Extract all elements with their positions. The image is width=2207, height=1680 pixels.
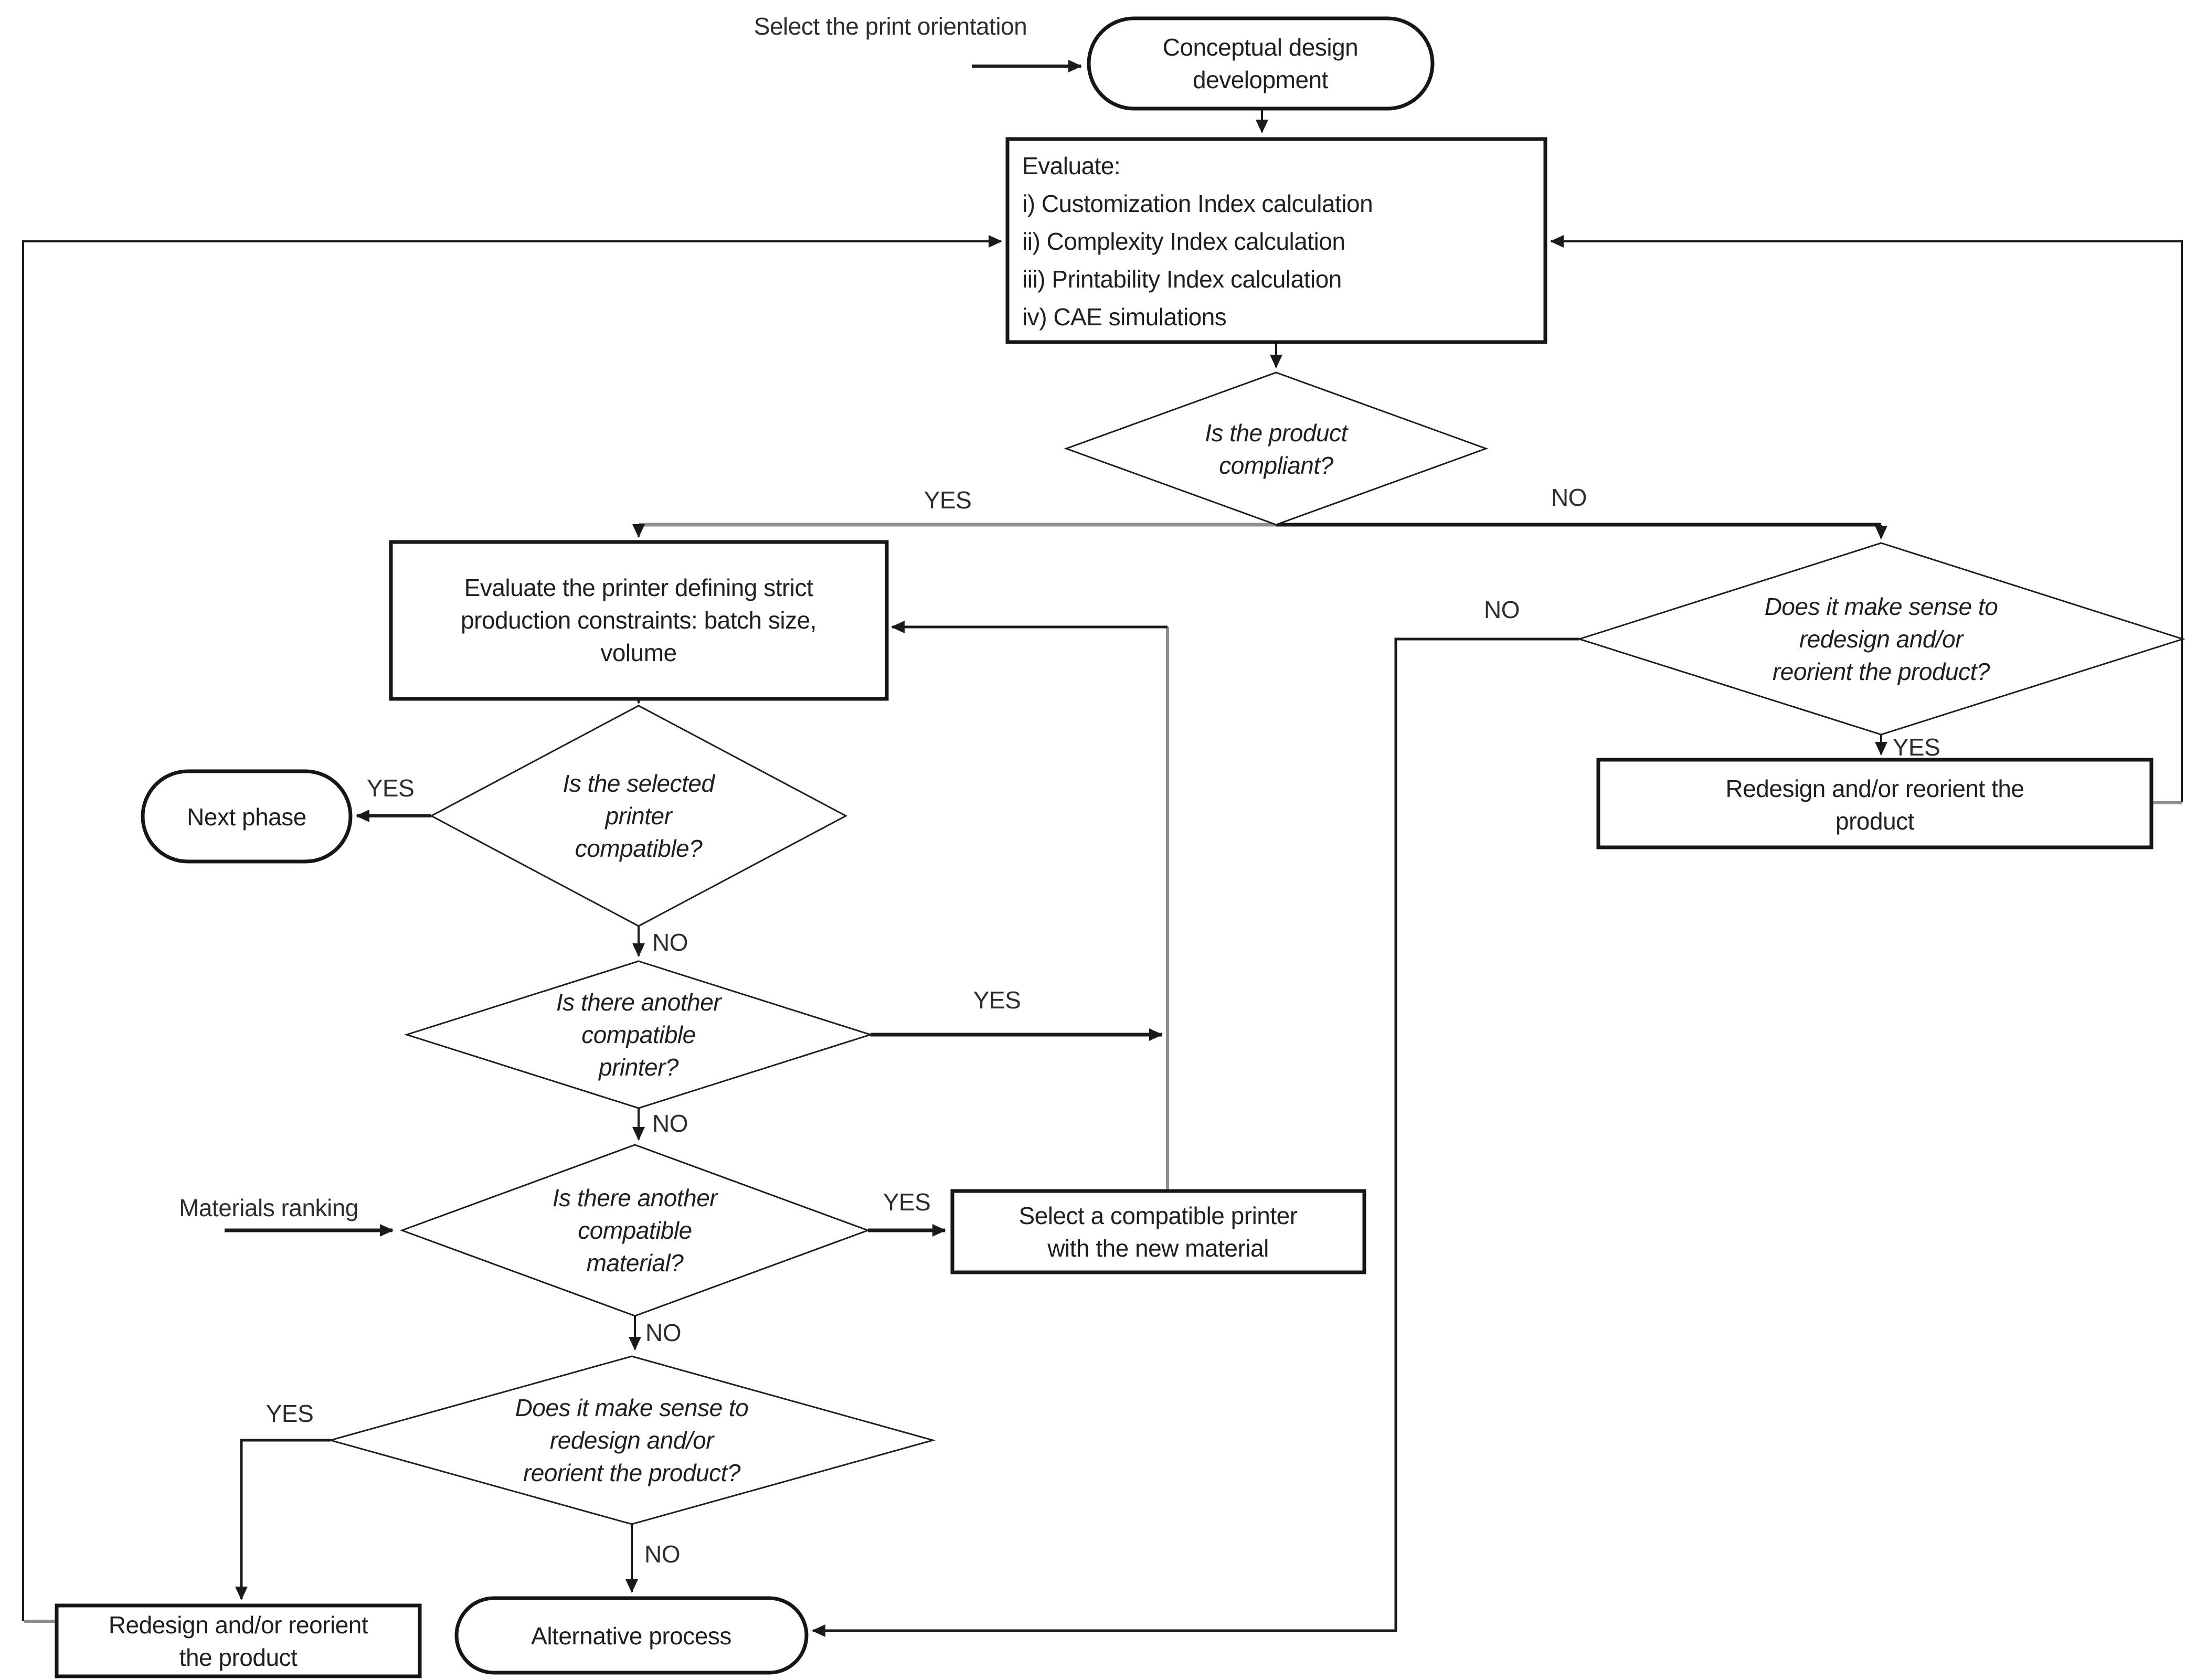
edge-label-redesign-right-no: NO xyxy=(1484,596,1520,623)
edge-label-compatible-yes: YES xyxy=(366,774,415,802)
process-redesign-reorient-right xyxy=(1596,758,2153,849)
edge-right-loop-to-evaluate xyxy=(1550,235,2183,802)
edge-left-loop-to-evaluate xyxy=(22,235,1002,1621)
process-evaluate-printer-constraints xyxy=(389,540,889,701)
terminator-next-phase-label: Next phase xyxy=(187,803,306,831)
label-select-print-orientation: Select the print orientation xyxy=(754,13,1027,40)
decision-product-compliant-label: Is the product compliant? xyxy=(1205,419,1347,479)
terminator-next-phase xyxy=(141,769,353,864)
edge-label-another-printer-no: NO xyxy=(652,1110,688,1137)
decision-printer-compatible-label: Is the selected printer compatible? xyxy=(563,770,715,862)
terminator-alternative-process-label: Alternative process xyxy=(531,1622,731,1650)
decision-another-printer-label: Is there another compatible printer? xyxy=(556,988,721,1081)
process-redesign-reorient-right-label: Redesign and/or reorient the product xyxy=(1725,775,2024,835)
process-redesign-reorient-left-label: Redesign and/or reorient the product xyxy=(108,1611,368,1671)
edge-label-redesign-right-yes: YES xyxy=(1892,733,1940,761)
edge-label-compliant-yes: YES xyxy=(924,486,972,514)
process-select-compatible-printer xyxy=(950,1189,1366,1274)
decision-another-material xyxy=(399,1144,871,1317)
edge-redesignsense-no-to-alternative xyxy=(812,637,1579,1637)
decision-product-compliant xyxy=(1064,371,1489,526)
terminator-alternative-process xyxy=(454,1596,809,1675)
decision-another-printer xyxy=(404,960,873,1109)
decision-redesign-sense-bottom-label: Does it make sense to redesign and/or re… xyxy=(515,1394,749,1486)
label-materials-ranking: Materials ranking xyxy=(179,1194,358,1221)
terminator-conceptual-design xyxy=(1087,16,1435,111)
edge-redesignsense2-yes xyxy=(235,1439,331,1600)
terminator-conceptual-design-label: Conceptual design development xyxy=(1162,34,1359,93)
edge-label-redesign-sense-yes: YES xyxy=(266,1400,314,1427)
edge-label-redesign-sense-no: NO xyxy=(644,1540,681,1568)
edge-label-another-material-yes: YES xyxy=(883,1188,931,1216)
edge-label-compatible-no: NO xyxy=(652,929,688,956)
decision-redesign-sense-right xyxy=(1577,542,2185,736)
edge-label-compliant-no: NO xyxy=(1551,484,1587,511)
edge-label-another-material-no: NO xyxy=(645,1319,682,1346)
process-evaluate-printer-constraints-label: Evaluate the printer defining strict pro… xyxy=(461,574,816,666)
decision-another-material-label: Is there another compatible material? xyxy=(552,1184,718,1277)
decision-redesign-sense-right-label: Does it make sense to redesign and/or re… xyxy=(1764,593,1998,685)
decision-redesign-sense-bottom xyxy=(327,1355,936,1525)
decision-printer-compatible xyxy=(429,705,848,927)
process-evaluate-indices-label: Evaluate: i) Customization Index calcula… xyxy=(1022,152,1373,331)
edge-label-another-printer-yes: YES xyxy=(973,986,1021,1014)
process-select-compatible-printer-label: Select a compatible printer with the new… xyxy=(1018,1202,1298,1262)
process-evaluate-indices xyxy=(1005,137,1547,344)
process-redesign-reorient-left xyxy=(55,1603,422,1678)
